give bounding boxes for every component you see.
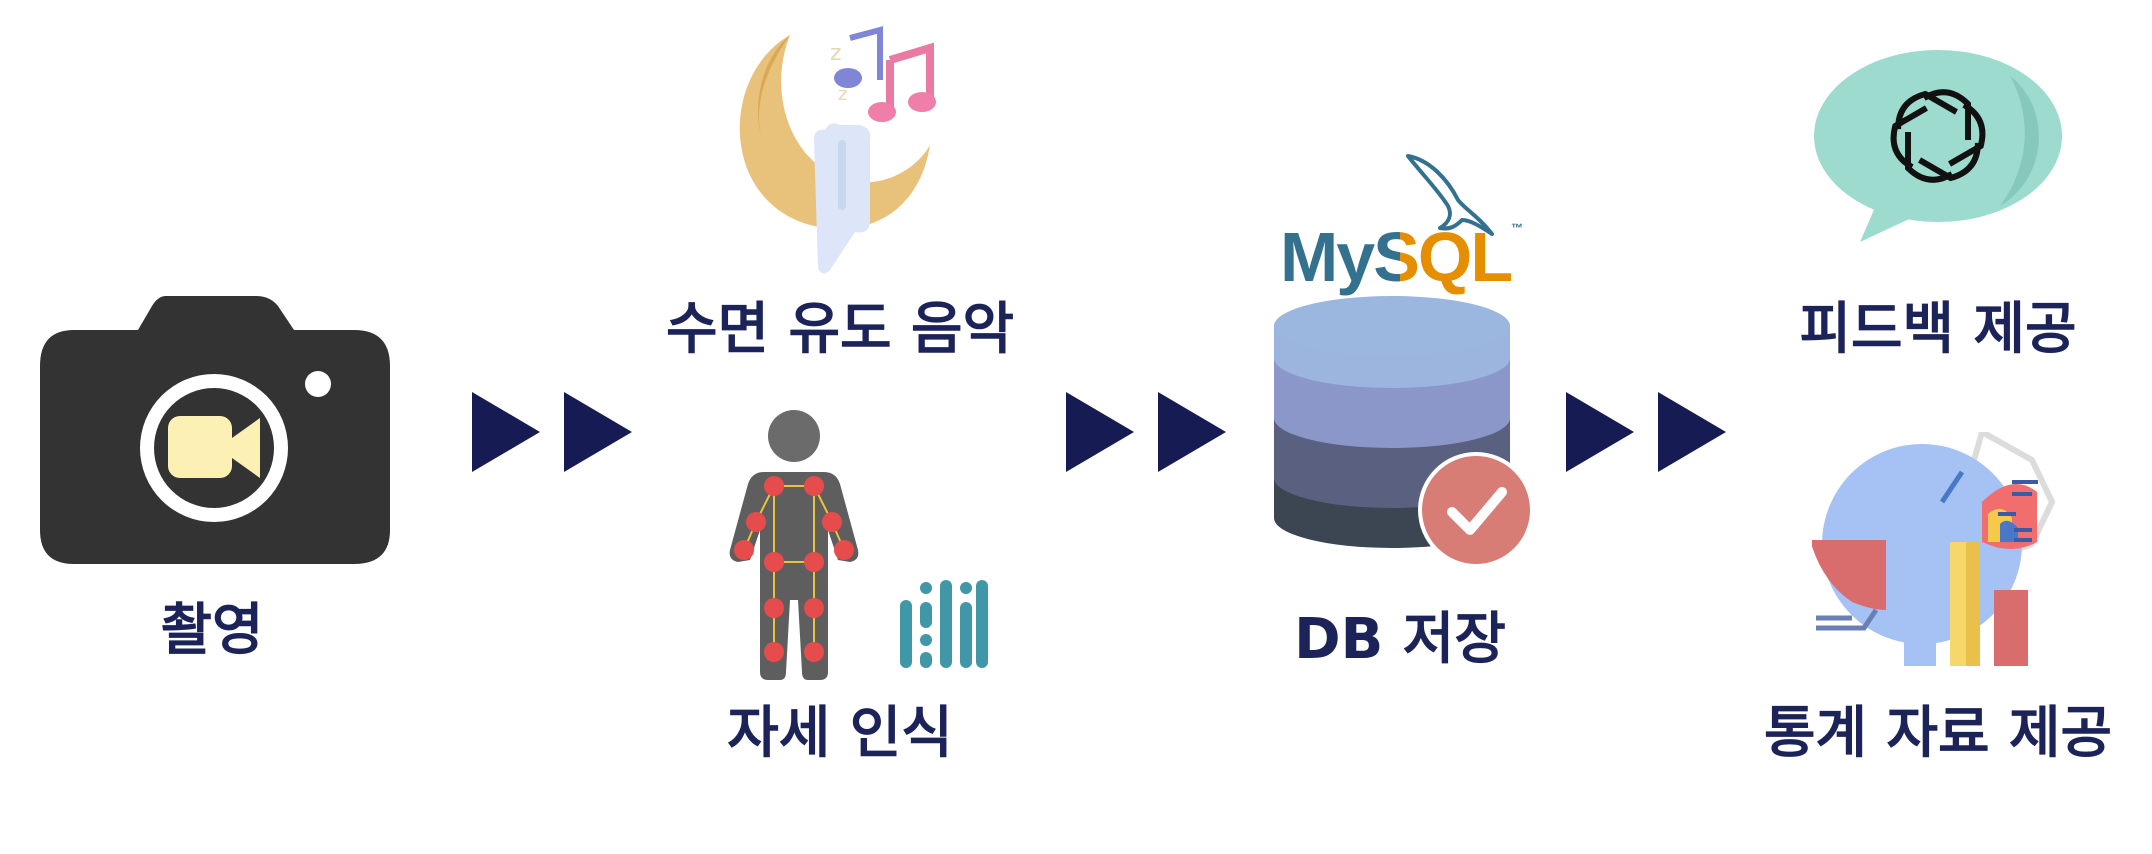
mysql-logo-text: MySQL	[1280, 218, 1513, 296]
db-label: DB 저장	[1294, 607, 1506, 672]
chat-bubble-openai-icon	[1814, 50, 2062, 242]
capture-label: 촬영	[160, 598, 264, 663]
arrow-right-icon	[1066, 392, 1226, 472]
arrow-right-icon	[472, 392, 632, 472]
mysql-tm: ™	[1511, 221, 1523, 235]
video-camera-icon	[40, 296, 390, 564]
mysql-dolphin-icon	[1406, 154, 1494, 236]
svg-text:z: z	[830, 41, 842, 66]
mysql-logo: MySQL™	[1280, 221, 1523, 292]
pose-label: 자세 인식	[727, 701, 953, 766]
arrow-right-icon	[1566, 392, 1726, 472]
svg-text:z: z	[838, 84, 847, 105]
database-check-icon	[1274, 296, 1534, 568]
body-skeleton-icon	[729, 410, 859, 680]
statistics-charts-icon	[1812, 432, 2056, 666]
feedback-label: 피드백 제공	[1799, 297, 2077, 362]
sleep-music-label: 수면 유도 음악	[665, 297, 1015, 362]
stats-label: 통계 자료 제공	[1763, 701, 2113, 766]
mediapipe-icon	[900, 580, 988, 668]
moon-music-icon: z z	[739, 26, 936, 274]
